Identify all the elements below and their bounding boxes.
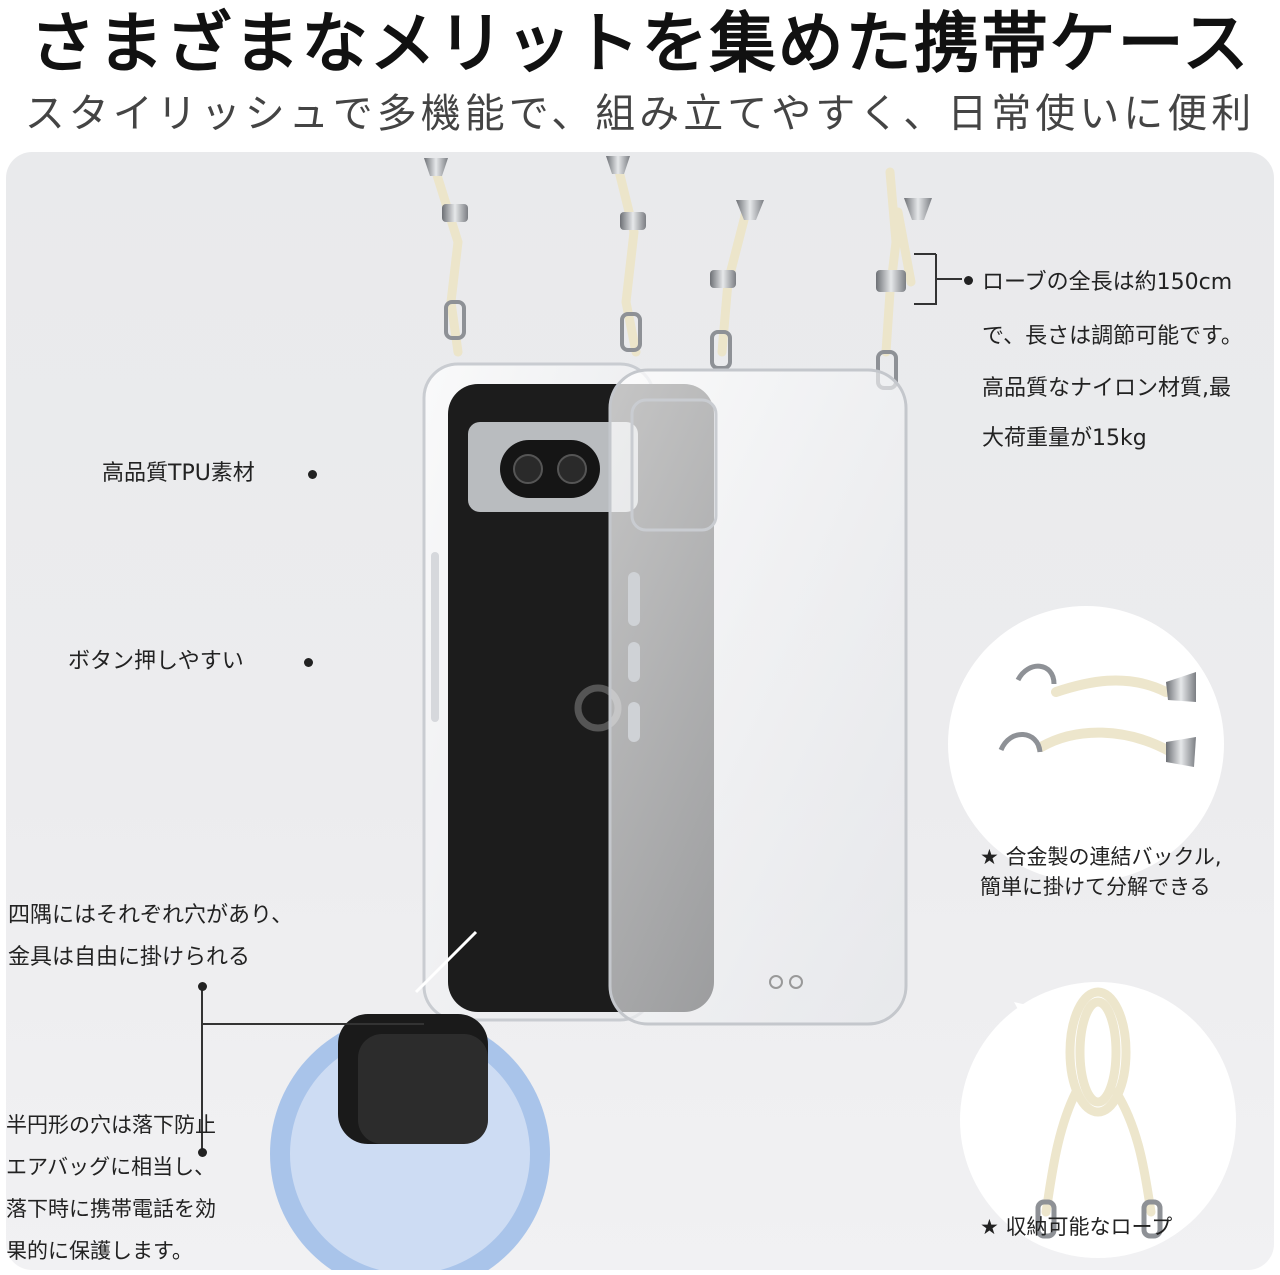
corner-zoom-detail xyxy=(270,1014,550,1270)
buttons-label: ボタン押しやすい xyxy=(68,649,244,674)
corners-dot-top xyxy=(198,982,207,991)
rope-label-line4: 大荷重量が15kg xyxy=(982,426,1147,451)
airbag-label-line4: 果的に保護します。 xyxy=(6,1239,193,1263)
buttons-dot xyxy=(304,658,313,667)
airbag-label-line1: 半円形の穴は落下防止 xyxy=(6,1113,216,1137)
corners-dot-bottom xyxy=(198,1148,207,1157)
rope-strands xyxy=(431,162,916,357)
rope-storage-bubble xyxy=(960,982,1236,1258)
page-subtitle: スタイリッシュで多機能で、組み立てやすく、日常使いに便利 xyxy=(24,91,1256,137)
callout-lines xyxy=(201,253,962,1152)
rope-label-line3: 高品質なナイロン材質,最 xyxy=(982,376,1231,401)
airbag-label-line2: エアバッグに相当し、 xyxy=(6,1155,216,1179)
rope-tassels xyxy=(424,156,932,220)
product-illustration xyxy=(201,156,1236,1270)
phone-clear-case xyxy=(608,368,908,1026)
rope-label-line1: ローブの全長は約150cm xyxy=(982,270,1233,295)
rope-sliders xyxy=(442,204,906,292)
buckle-bubble xyxy=(948,606,1224,882)
rope-dot xyxy=(964,276,973,285)
storage-label: ★ 収納可能なロープ xyxy=(980,1215,1173,1239)
material-label: 高品質TPU素材 xyxy=(102,461,255,486)
product-panel: 高品質TPU素材 ボタン押しやすい 四隅にはそれぞれ穴があり、 金具は自由に掛け… xyxy=(6,152,1274,1270)
corners-label-line1: 四隅にはそれぞれ穴があり、 xyxy=(8,903,294,928)
airbag-label-line3: 落下時に携帯電話を効 xyxy=(6,1197,216,1221)
corners-label-line2: 金具は自由に掛けられる xyxy=(8,945,251,970)
rope-label-line2: で、長さは調節可能です。 xyxy=(982,324,1243,349)
buckle-label-line1: ★ 合金製の連結バックル, xyxy=(980,845,1222,869)
material-dot xyxy=(308,470,317,479)
page-title: さまざまなメリットを集めた携帯ケース xyxy=(29,5,1251,82)
buckle-label-line2: 簡単に掛けて分解できる xyxy=(980,875,1211,899)
